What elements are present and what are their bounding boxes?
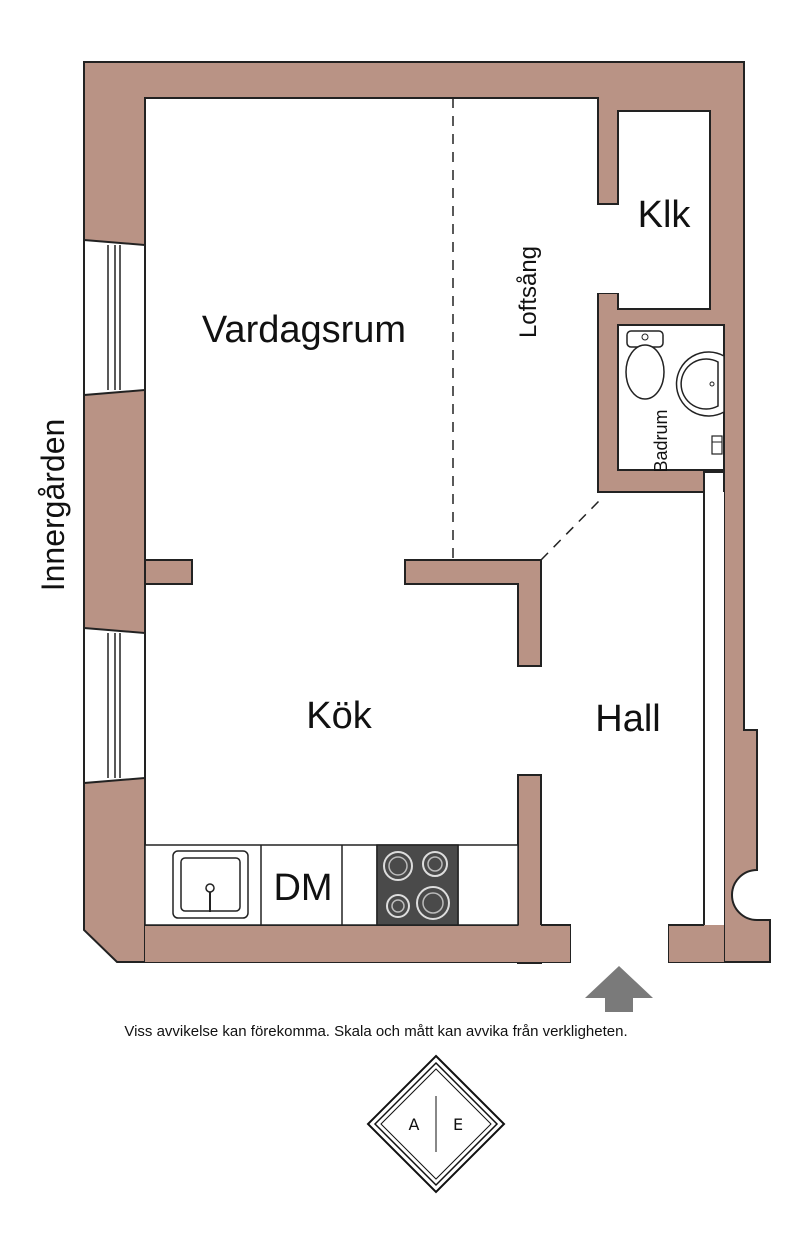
- faucet-icon: [711, 435, 723, 455]
- entry-arrow-icon: [585, 966, 653, 1012]
- loft-dashed-diagonal: [540, 499, 601, 561]
- disclaimer-text: Viss avvikelse kan förekomma. Skala och …: [124, 1023, 627, 1040]
- logo-letter-left: A: [409, 1115, 420, 1134]
- washbasin-icon: [675, 351, 725, 417]
- company-logo: A E: [366, 1054, 506, 1194]
- room-label-hall: Hall: [595, 698, 660, 740]
- bottom-wall: [145, 925, 571, 962]
- room-label-badrum: Badrum: [651, 409, 671, 472]
- appliance-label-dm: DM: [273, 867, 332, 909]
- entry-door-gap: [571, 925, 668, 965]
- room-label-vardagsrum: Vardagsrum: [202, 309, 406, 351]
- klk-room: [617, 110, 711, 310]
- room-label-loftsang: Loftsång: [515, 246, 542, 338]
- logo-letter-right: E: [453, 1115, 463, 1134]
- room-label-kok: Kök: [306, 695, 372, 737]
- window-lower: [83, 626, 146, 785]
- outside-label-innergarden: Innergården: [35, 419, 71, 592]
- toilet-icon: [625, 330, 665, 400]
- room-label-klk: Klk: [638, 194, 692, 236]
- window-upper: [83, 238, 146, 397]
- sink-icon: [172, 850, 249, 919]
- wall-stub-left: [144, 559, 193, 585]
- stove-icon: [376, 844, 459, 926]
